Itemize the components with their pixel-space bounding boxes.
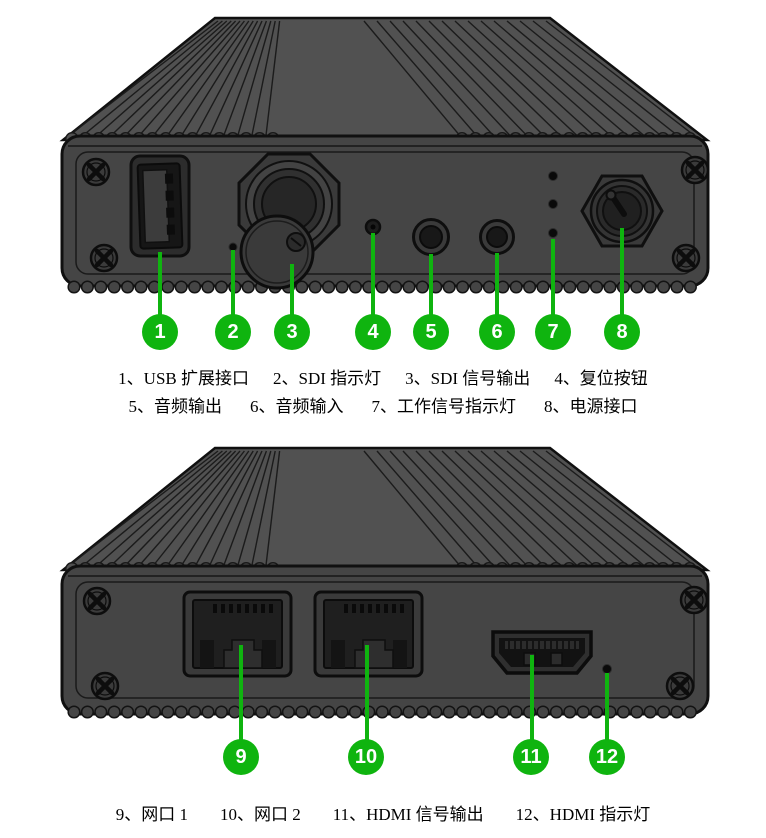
front-labels-row2: 5、音频输出 6、音频输入 7、工作信号指示灯 8、电源接口 (0, 396, 766, 418)
callout-2: 2 (215, 314, 251, 350)
usb-port (129, 154, 191, 258)
rear-face-inner-outline (75, 581, 695, 699)
callout-1: 1 (142, 314, 178, 350)
callout-number: 6 (491, 320, 503, 343)
leader-line-10 (365, 645, 369, 741)
leader-line-3 (290, 264, 294, 316)
callout-number: 9 (235, 745, 247, 768)
front-face-inner-outline (75, 151, 695, 275)
rear-bumper-edge (67, 705, 697, 719)
screw-icon (82, 586, 112, 616)
screw-icon (665, 671, 695, 701)
callout-4: 4 (355, 314, 391, 350)
callout-12: 12 (589, 739, 625, 775)
rear-labels-row1: 9、网口 1 10、网口 2 11、HDMI 信号输出 12、HDMI 指示灯 (0, 804, 766, 826)
audio-in-jack (479, 219, 515, 255)
callout-number: 12 (595, 745, 619, 768)
front-fins-left (66, 20, 281, 138)
callout-number: 10 (354, 745, 378, 768)
callout-number: 3 (286, 320, 298, 343)
rear-fins-left (66, 450, 281, 568)
leader-line-9 (239, 645, 243, 741)
callout-number: 7 (547, 320, 559, 343)
callout-number: 8 (616, 320, 628, 343)
power-connector (580, 174, 664, 248)
rear-fins-right (363, 450, 697, 568)
rear-panel-view (59, 446, 711, 719)
callout-11: 11 (513, 739, 549, 775)
callout-number: 4 (367, 320, 379, 343)
callout-number: 2 (227, 320, 239, 343)
leader-line-4 (371, 233, 375, 316)
screw-icon (89, 243, 119, 273)
label-lan1: 9、网口 1 (115, 805, 188, 824)
screw-icon (679, 585, 709, 615)
label-reset: 4、复位按钮 (554, 369, 648, 388)
bnc-cap (239, 214, 315, 290)
hdmi-port (491, 630, 593, 675)
screw-icon (680, 155, 710, 185)
screw-icon (81, 157, 111, 187)
callout-9: 9 (223, 739, 259, 775)
callout-number: 11 (520, 745, 542, 768)
leader-line-5 (429, 254, 433, 316)
callout-number: 1 (154, 320, 166, 343)
label-status-led: 7、工作信号指示灯 (371, 397, 517, 416)
ethernet-port-1 (182, 590, 293, 678)
callout-3: 3 (274, 314, 310, 350)
label-lan2: 10、网口 2 (219, 805, 301, 824)
leader-line-1 (158, 252, 162, 316)
front-labels-row1: 1、USB 扩展接口 2、SDI 指示灯 3、SDI 信号输出 4、复位按钮 (0, 368, 766, 390)
screw-icon (671, 243, 701, 273)
audio-out-jack (412, 218, 450, 256)
sdi-bnc-connector (237, 152, 341, 290)
status-led-column (548, 171, 558, 238)
label-usb: 1、USB 扩展接口 (118, 369, 249, 388)
label-hdmi-output: 11、HDMI 信号输出 (332, 805, 484, 824)
leader-line-2 (231, 250, 235, 316)
label-sdi-indicator: 2、SDI 指示灯 (273, 369, 382, 388)
label-hdmi-indicator: 12、HDMI 指示灯 (515, 805, 651, 824)
callout-10: 10 (348, 739, 384, 775)
reset-pinhole (364, 218, 382, 236)
callout-number: 5 (425, 320, 437, 343)
callout-7: 7 (535, 314, 571, 350)
screw-icon (90, 671, 120, 701)
callout-5: 5 (413, 314, 449, 350)
leader-line-11 (530, 655, 534, 741)
leader-line-6 (495, 253, 499, 316)
leader-line-8 (620, 228, 624, 316)
callout-6: 6 (479, 314, 515, 350)
label-audio-out: 5、音频输出 (128, 397, 223, 416)
front-panel-view (59, 16, 711, 294)
label-power: 8、电源接口 (544, 397, 638, 416)
leader-line-7 (551, 239, 555, 316)
label-sdi-output: 3、SDI 信号输出 (405, 369, 531, 388)
front-fins-right (363, 20, 697, 138)
label-audio-in: 6、音频输入 (250, 397, 344, 416)
callout-8: 8 (604, 314, 640, 350)
leader-line-12 (605, 673, 609, 741)
